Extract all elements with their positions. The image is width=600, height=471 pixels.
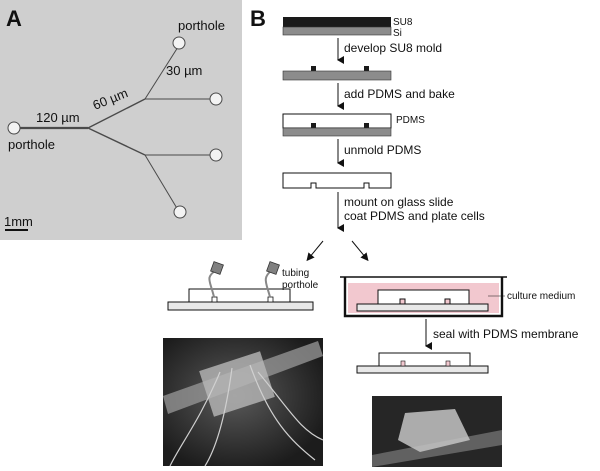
- photo-sealed-chip: [398, 409, 470, 452]
- sealed-channel-left: [400, 360, 406, 367]
- mold-feature-right: [364, 66, 369, 71]
- label-su8: SU8: [393, 17, 413, 28]
- pdms-chip-right: [377, 289, 470, 305]
- step-2-label: add PDMS and bake: [344, 87, 455, 101]
- label-porthole-top: porthole: [178, 18, 225, 33]
- channel-branch-4: [144, 154, 179, 211]
- channel-mid-lower: [87, 127, 146, 156]
- photo-tubing-device: [163, 338, 324, 467]
- glass-slide-right: [356, 303, 489, 312]
- porthole-circle-1: [172, 36, 186, 50]
- label-tubing: tubing: [282, 268, 309, 279]
- step-1-label: develop SU8 mold: [344, 41, 442, 55]
- step-5-label: seal with PDMS membrane: [433, 327, 579, 341]
- panel-a: A porthole porthole 120 µm 60 µm 30 µm 1…: [0, 0, 242, 240]
- panel-a-letter: A: [6, 6, 22, 31]
- pdms-cast: [282, 113, 392, 129]
- label-porthole-left: porthole: [8, 137, 55, 152]
- porthole-circle-left: [7, 121, 21, 135]
- sealed-device: [356, 352, 489, 374]
- arrow-left-branch: [306, 240, 324, 262]
- label-width-main: 120 µm: [36, 110, 80, 125]
- pdms-chip-sealed: [378, 352, 471, 367]
- su8-layer: [283, 17, 391, 27]
- porthole-left-a: [211, 296, 218, 303]
- channel-mid-upper: [87, 98, 146, 129]
- label-pdms: PDMS: [396, 115, 425, 126]
- photo-tubes: [169, 364, 324, 467]
- channel-branch-1: [144, 46, 179, 100]
- glass-slide-left: [167, 301, 314, 311]
- arrow-right-branch: [351, 240, 369, 262]
- culture-device: culture medium: [340, 276, 575, 318]
- si-wafer: [282, 26, 392, 36]
- glass-slide-sealed: [356, 365, 489, 374]
- step-3-label: unmold PDMS: [344, 143, 421, 157]
- porthole-circle-4: [173, 205, 187, 219]
- label-culture-medium: culture medium: [507, 291, 575, 302]
- photo-pdms-chip: [199, 351, 275, 417]
- label-porthole: porthole: [282, 280, 319, 291]
- dish-wall: [343, 277, 504, 318]
- label-si: Si: [393, 28, 402, 39]
- pdms-unmolded: [282, 172, 392, 189]
- porthole-circle-3: [209, 148, 223, 162]
- panel-b-letter: B: [250, 6, 266, 31]
- photo-sealed-device: [372, 396, 502, 467]
- step-4-label-line2: coat PDMS and plate cells: [344, 209, 485, 223]
- sealed-channel-right: [445, 360, 451, 367]
- tubing-connector-1: [210, 261, 224, 275]
- tubing-connector-2: [266, 261, 280, 275]
- step-4-label-line1: mount on glass slide: [344, 195, 454, 209]
- panel-b: B SU8 Si develop SU8 mold add PDMS and b…: [167, 6, 579, 374]
- porthole-left-b: [267, 296, 274, 303]
- mold-feature-left: [311, 66, 316, 71]
- channel-network: [7, 36, 223, 219]
- tubing-device: tubing porthole: [167, 261, 319, 311]
- pdms-cast-feature-right: [364, 123, 369, 128]
- pdms-cast-si: [282, 127, 392, 137]
- porthole-circle-2: [209, 92, 223, 106]
- scale-bar-label: 1mm: [4, 214, 33, 229]
- mold-si: [282, 70, 392, 81]
- pdms-chip-left: [188, 288, 291, 303]
- panel-a-background: [0, 0, 242, 240]
- pdms-cast-feature-left: [311, 123, 316, 128]
- label-width-branch: 30 µm: [166, 63, 202, 78]
